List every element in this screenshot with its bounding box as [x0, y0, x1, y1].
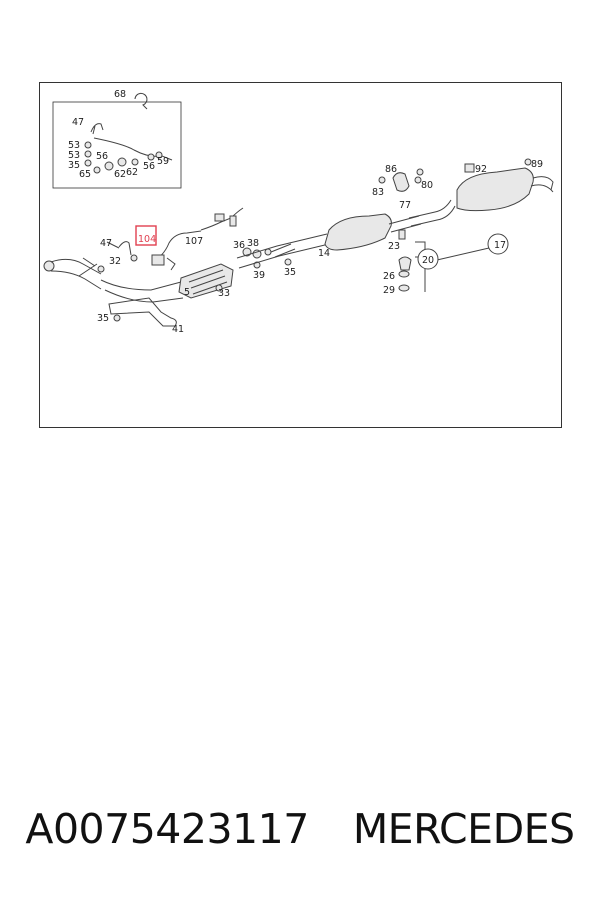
- front-pipe-branch: [78, 257, 98, 277]
- nut-29: [398, 284, 410, 292]
- label-56: 56: [143, 161, 155, 172]
- catalyst-ribs: [188, 269, 228, 295]
- nut-89: [524, 158, 532, 166]
- label-80: 80: [421, 180, 433, 191]
- center-muffler: [324, 213, 392, 251]
- label-77: 77: [399, 200, 411, 211]
- label-83: 83: [372, 187, 384, 198]
- front-pipe: [50, 258, 102, 290]
- bolt-83: [378, 176, 386, 184]
- inset-nut: [84, 141, 92, 149]
- inset-clamp: [117, 157, 127, 167]
- label-33: 33: [218, 288, 230, 299]
- label-35: 35: [97, 313, 109, 324]
- diagram-canvas: 68 47 53 53 56 35 65 62 62 56 59: [39, 82, 562, 428]
- nut-35: [284, 258, 292, 266]
- inset-nut: [147, 153, 155, 161]
- label-20: 20: [422, 255, 434, 266]
- label-41: 41: [172, 324, 184, 335]
- label-47: 47: [100, 238, 112, 249]
- stud: [97, 265, 105, 273]
- label-92: 92: [475, 164, 487, 175]
- label-36: 36: [233, 240, 245, 251]
- inset-washer: [84, 159, 92, 167]
- label-56: 56: [96, 151, 108, 162]
- label-59: 59: [157, 156, 169, 167]
- inset-bolt: [155, 151, 163, 159]
- clamp-bracket: [398, 256, 412, 271]
- label-14: 14: [318, 248, 330, 259]
- label-104: 104: [138, 234, 156, 245]
- heat-shield-41: [108, 297, 177, 327]
- intermediate-pipe: [236, 233, 330, 269]
- label-23: 23: [388, 241, 400, 252]
- hanger-part: [90, 123, 104, 135]
- part-number: A0075423117: [25, 805, 309, 853]
- tailpipe: [530, 176, 554, 193]
- label-29: 29: [383, 285, 395, 296]
- part-caption: A0075423117 MERCEDES: [0, 805, 600, 865]
- exhaust-system-diagram: 68 47 53 53 56 35 65 62 62 56 59: [39, 82, 562, 428]
- callout-20: [417, 248, 439, 270]
- clamp-ring: [264, 248, 272, 256]
- brand-name: MERCEDES: [352, 805, 575, 853]
- label-65: 65: [79, 169, 91, 180]
- callout-17: [487, 233, 509, 255]
- label-17: 17: [494, 240, 506, 251]
- inset-nut: [84, 150, 92, 158]
- nut-80: [416, 168, 424, 176]
- wrench-icon: [134, 92, 148, 110]
- label-62: 62: [114, 169, 126, 180]
- label-35: 35: [68, 160, 80, 171]
- exhaust-assembly: [43, 158, 554, 327]
- rear-muffler: [456, 167, 534, 212]
- label-35: 35: [284, 267, 296, 278]
- nut-35-lower: [113, 314, 121, 322]
- label-53: 53: [68, 140, 80, 151]
- label-47: 47: [72, 117, 84, 128]
- nut-80b: [414, 176, 422, 184]
- inset-clamp: [104, 161, 114, 171]
- leader-47: [106, 241, 120, 249]
- part-labels: 86 83 80 77 92 89 47 104 107 32 36 38 39…: [97, 159, 543, 335]
- label-38: 38: [247, 238, 259, 249]
- label-107: 107: [185, 236, 203, 247]
- hanger-47: [118, 241, 132, 256]
- label-26: 26: [383, 271, 395, 282]
- o2-sensor: [151, 254, 165, 266]
- rubber-hanger-77: [392, 172, 410, 192]
- inset-nut: [131, 158, 139, 166]
- catalytic-converter: [178, 263, 234, 299]
- label-32: 32: [109, 256, 121, 267]
- label-62: 62: [126, 167, 138, 178]
- highlight-box: [135, 225, 157, 246]
- inset-hardware-kit: 68 47 53 53 56 35 65 62 62 56 59: [52, 89, 182, 189]
- manifold-flange: [43, 260, 55, 272]
- label-68: 68: [114, 89, 126, 100]
- washer-26: [398, 270, 410, 278]
- sensor-connector: [214, 213, 225, 222]
- inset-washer: [93, 166, 101, 174]
- bolt-23: [398, 229, 406, 240]
- label-89: 89: [531, 159, 543, 170]
- bolt-33: [215, 284, 223, 292]
- sensor-bracket: [166, 257, 176, 271]
- bracket-92: [464, 163, 475, 173]
- label-5: 5: [184, 287, 190, 298]
- tail-pipe-connector: [408, 199, 456, 227]
- sensor-harness: [200, 207, 244, 231]
- pipe-ribs: [270, 243, 296, 258]
- label-53: 53: [68, 150, 80, 161]
- label-39: 39: [253, 270, 265, 281]
- label-86: 86: [385, 164, 397, 175]
- clamp-38: [252, 249, 262, 259]
- sensor-plug: [229, 215, 237, 227]
- nut-32: [130, 254, 138, 262]
